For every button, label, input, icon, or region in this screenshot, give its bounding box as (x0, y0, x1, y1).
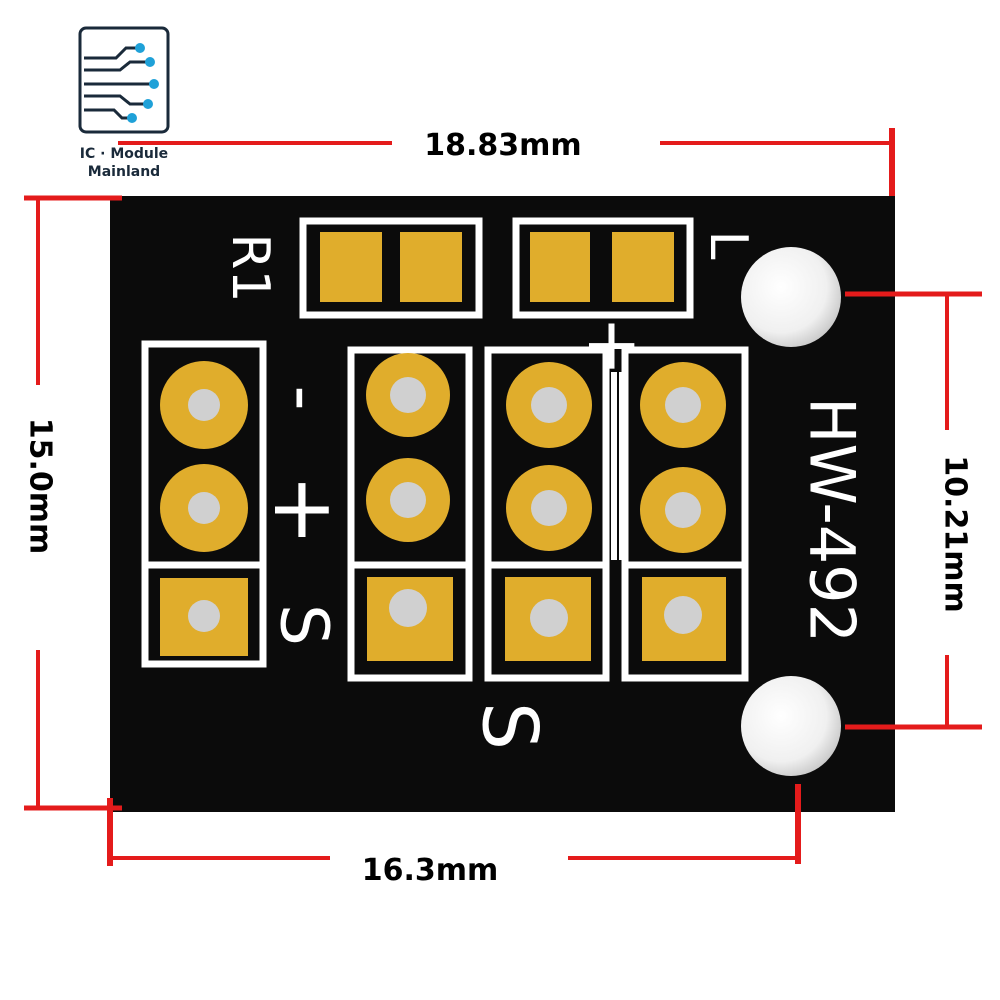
circuit-nodes (127, 43, 159, 123)
dimension-top-width (118, 128, 895, 196)
resistor-footprint (299, 217, 483, 319)
dimension-right-label: 10.21mm (938, 455, 973, 612)
circuit-icon (84, 46, 152, 120)
dimension-bottom-label: 16.3mm (362, 853, 499, 888)
mounting-hole-bottom (741, 676, 841, 776)
left-minus-label: - (263, 385, 345, 410)
dimension-left-height (24, 195, 122, 811)
mounting-hole-top (741, 247, 841, 347)
left-plus-label: + (254, 474, 354, 546)
led-pad-1 (530, 232, 590, 302)
dimension-hole-spacing (845, 291, 982, 730)
led-footprint (512, 217, 694, 319)
resistor-pad-2 (400, 232, 462, 302)
left-signal-label: S (266, 604, 343, 646)
left-header (141, 340, 267, 668)
top-plus-label: + (572, 316, 656, 376)
dimension-top-label: 18.83mm (424, 128, 581, 163)
header-column-2 (484, 346, 610, 682)
dimension-bottom-width (107, 784, 801, 866)
resistor-pad-1 (320, 232, 382, 302)
brand-logo: IC · Module Mainland (78, 26, 170, 180)
resistor-label: R1 (220, 233, 280, 302)
header-column-1 (347, 346, 473, 682)
led-label: L (698, 231, 758, 260)
led-pad-2 (612, 232, 674, 302)
header-column-3 (621, 346, 749, 682)
model-label: HW-492 (796, 397, 869, 643)
logo-line1: IC · Module (80, 146, 168, 162)
bottom-signal-label: S (466, 702, 555, 750)
logo-line2: Mainland (88, 164, 160, 180)
dimension-left-label: 15.0mm (23, 418, 58, 555)
